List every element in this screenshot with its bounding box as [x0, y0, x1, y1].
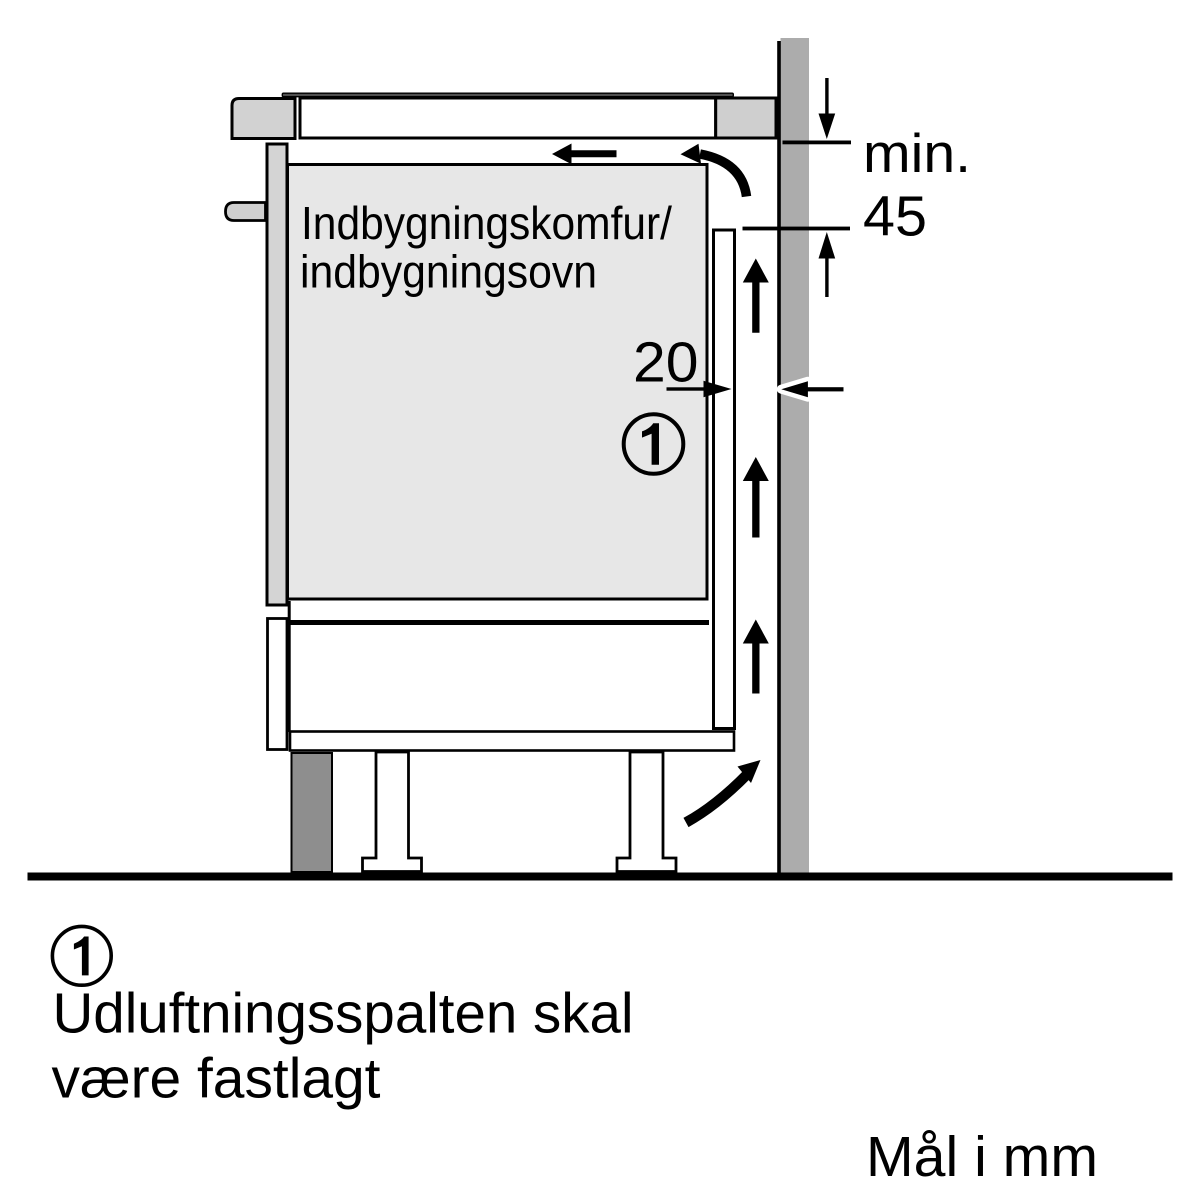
svg-text:min.: min.: [863, 122, 971, 184]
svg-text:45: 45: [863, 185, 927, 248]
svg-text:være fastlagt: være fastlagt: [52, 1047, 381, 1111]
svg-text:indbygningsovn: indbygningsovn: [300, 246, 597, 298]
svg-text:20: 20: [633, 331, 699, 394]
svg-text:Mål i mm: Mål i mm: [866, 1125, 1098, 1189]
svg-text:Udluftningsspalten skal: Udluftningsspalten skal: [53, 982, 634, 1046]
svg-text:Indbygningskomfur/: Indbygningskomfur/: [301, 197, 672, 249]
